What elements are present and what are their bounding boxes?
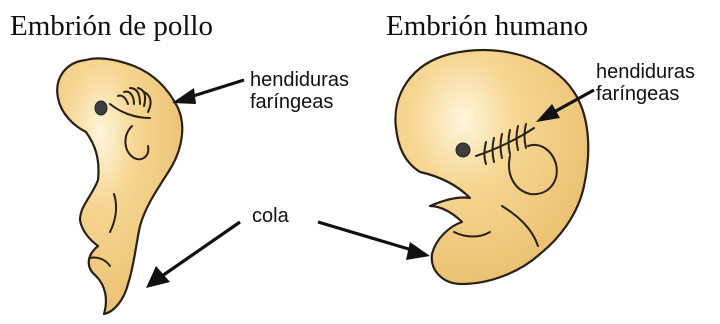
human-clefts-label-line1: hendiduras	[596, 61, 695, 83]
human-embryo-title: Embrión humano	[386, 10, 588, 42]
arrow-chicken-tail	[146, 222, 240, 288]
tail-label: cola	[252, 205, 290, 227]
chicken-clefts-label-line2: faríngeas	[250, 91, 333, 113]
human-embryo	[395, 50, 588, 284]
chicken-embryo-title: Embrión de pollo	[10, 10, 213, 42]
human-clefts-label-line2: faríngeas	[596, 83, 679, 105]
arrow-chicken-clefts	[172, 80, 244, 104]
arrow-human-tail	[318, 222, 430, 260]
chicken-clefts-label-line1: hendiduras	[250, 69, 349, 91]
